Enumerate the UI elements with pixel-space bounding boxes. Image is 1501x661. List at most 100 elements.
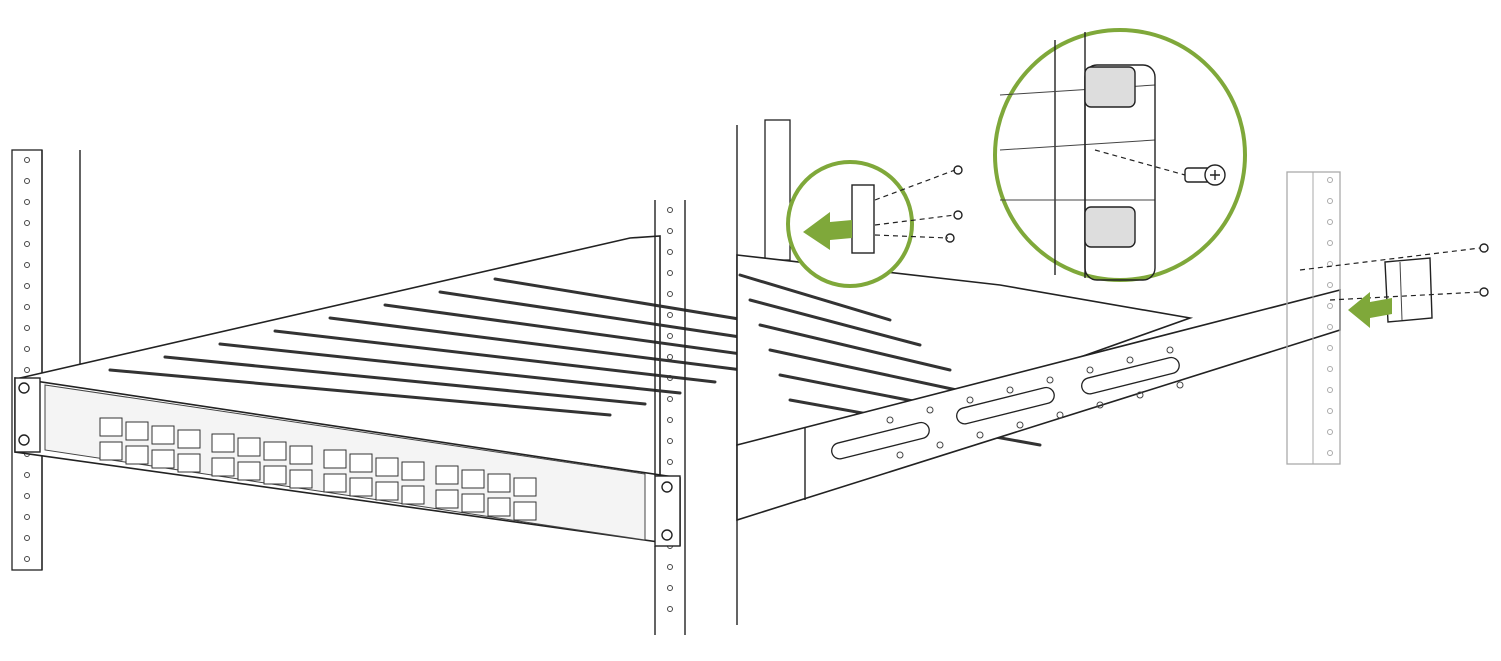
rail-slot (831, 421, 930, 460)
vent-slot (163, 355, 647, 406)
port (323, 473, 347, 493)
rack-hole (24, 514, 30, 520)
arrow-left-icon (1348, 292, 1392, 328)
screw-icon (18, 434, 30, 446)
port (125, 445, 149, 465)
rack-hole (1327, 345, 1333, 351)
switch-chassis-side (736, 177, 1341, 522)
port (435, 465, 459, 485)
left-rack-post-front (654, 200, 686, 635)
rack-hole (667, 312, 673, 318)
rack-hole (667, 228, 673, 234)
port (513, 501, 537, 521)
vent-slot (738, 273, 892, 322)
vent-slot (758, 323, 952, 372)
rail-slot (956, 386, 1055, 425)
rail-hole (1016, 421, 1024, 429)
rack-hole (24, 304, 30, 310)
rack-hole (24, 535, 30, 541)
port (151, 425, 175, 445)
port (435, 489, 459, 509)
vent-slot (273, 329, 717, 384)
port (349, 453, 373, 473)
port (211, 457, 235, 477)
rack-hole (1327, 387, 1333, 393)
rail-hole (1176, 381, 1184, 389)
screw-icon (18, 382, 30, 394)
rack-hole (24, 556, 30, 562)
rack-hole (1327, 324, 1333, 330)
rack-hole (1327, 282, 1333, 288)
switch-chassis (14, 235, 857, 547)
screw-icon (945, 233, 955, 243)
rail-hole (896, 451, 904, 459)
rail-hole (1056, 411, 1064, 419)
detail-circle-small (786, 160, 963, 288)
bracket (851, 184, 875, 254)
rack-hole (24, 157, 30, 163)
port (263, 441, 287, 461)
rail-hole (1136, 391, 1144, 399)
rack-hole (24, 178, 30, 184)
left-rack-post-rear (11, 149, 81, 571)
rack-hole (667, 606, 673, 612)
bracket-tab-top (1084, 66, 1136, 108)
rail-hole (936, 441, 944, 449)
screw-icon (661, 481, 673, 493)
rack-hole (667, 270, 673, 276)
port (401, 461, 425, 481)
port (323, 449, 347, 469)
rack-hole (24, 262, 30, 268)
rack-hole (667, 291, 673, 297)
port (211, 433, 235, 453)
port (375, 481, 399, 501)
rack-hole (1327, 177, 1333, 183)
rack-hole (667, 585, 673, 591)
port (461, 493, 485, 513)
rack-hole (667, 459, 673, 465)
port-grid (99, 417, 537, 521)
rack-hole (667, 564, 673, 570)
screw-icon (661, 529, 673, 541)
rack-hole (667, 417, 673, 423)
rack-hole (1327, 198, 1333, 204)
screw-icon (953, 165, 963, 175)
rack-hole (667, 438, 673, 444)
port (99, 441, 123, 461)
right-mounting-ear (654, 475, 681, 547)
rack-hole (667, 354, 673, 360)
rack-hole (24, 472, 30, 478)
vent-slot (748, 298, 922, 347)
rail-hole (966, 396, 974, 404)
rack-hole (1327, 366, 1333, 372)
rail-hole (1166, 346, 1174, 354)
port (487, 497, 511, 517)
rail-hole (1096, 401, 1104, 409)
screw-icon (953, 210, 963, 220)
port (513, 477, 537, 497)
rack-hole (1327, 219, 1333, 225)
rear-bracket (1384, 257, 1433, 323)
port (289, 469, 313, 489)
rack-hole (24, 241, 30, 247)
port (237, 461, 261, 481)
bracket-tab-bottom (1084, 206, 1136, 248)
rail-hole (976, 431, 984, 439)
rail-hole (1046, 376, 1054, 384)
arrow-left-icon (803, 212, 852, 250)
port (487, 473, 511, 493)
rail-hole (1006, 386, 1014, 394)
screw-icon (1479, 287, 1489, 297)
rail-hole (1126, 356, 1134, 364)
rack-hole (1327, 240, 1333, 246)
rack-hole (24, 493, 30, 499)
rail-hole (886, 416, 894, 424)
rack-hole (667, 207, 673, 213)
rail-slot (1081, 356, 1180, 395)
port (349, 477, 373, 497)
screw-icon (1479, 243, 1489, 253)
port (375, 457, 399, 477)
rack-hole (1327, 429, 1333, 435)
rail-hole (926, 406, 934, 414)
